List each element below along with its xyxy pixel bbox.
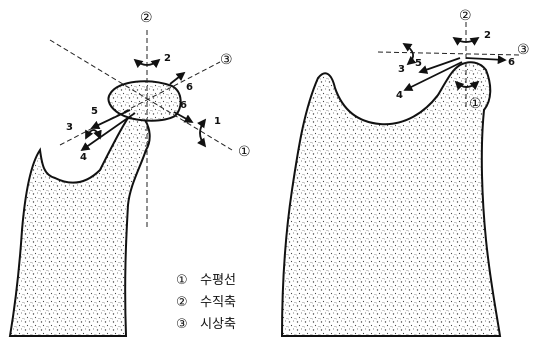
- right-sagittal-axis: [378, 52, 520, 55]
- right-rotation-3-arrow: [404, 44, 413, 64]
- left-num-2: 2: [164, 53, 171, 64]
- right-figure: 2 3 4 5 6 ② ③ ①: [282, 8, 530, 336]
- legend-label-2: 수직축: [200, 295, 236, 310]
- right-num-6: 6: [508, 57, 515, 68]
- legend-item-horizontal: ① 수평선: [176, 270, 236, 292]
- left-num-5: 5: [91, 106, 98, 117]
- right-marker-3: ③: [517, 42, 530, 58]
- legend-item-sagittal: ③ 시상축: [176, 314, 236, 336]
- legend-item-vertical: ② 수직축: [176, 292, 236, 314]
- left-num-6-right: 6: [180, 100, 187, 111]
- legend-label-3: 시상축: [200, 317, 236, 332]
- legend-marker-1: ①: [176, 270, 196, 292]
- legend-label-1: 수평선: [200, 273, 236, 288]
- right-marker-2: ②: [459, 8, 472, 24]
- right-num-3: 3: [398, 64, 405, 75]
- left-translation-6-up-arrow: [170, 73, 184, 84]
- left-num-6-top: 6: [186, 82, 193, 93]
- right-marker-1: ①: [469, 96, 482, 112]
- right-ramus-body: [282, 62, 500, 336]
- left-marker-3: ③: [220, 52, 233, 68]
- left-marker-1: ①: [238, 144, 251, 160]
- legend-marker-3: ③: [176, 314, 196, 336]
- right-num-5: 5: [415, 58, 422, 69]
- legend-marker-2: ②: [176, 292, 196, 314]
- right-num-2: 2: [484, 30, 491, 41]
- left-num-4: 4: [80, 152, 87, 163]
- left-rotation-3-arrow: [86, 130, 100, 138]
- left-num-3: 3: [66, 122, 73, 133]
- left-ramus-body: [10, 118, 150, 336]
- right-num-4: 4: [396, 90, 403, 101]
- right-translation-6-arrow: [466, 58, 505, 60]
- left-marker-2: ②: [140, 10, 153, 26]
- left-num-1: 1: [214, 116, 221, 127]
- axis-legend: ① 수평선 ② 수직축 ③ 시상축: [176, 270, 236, 336]
